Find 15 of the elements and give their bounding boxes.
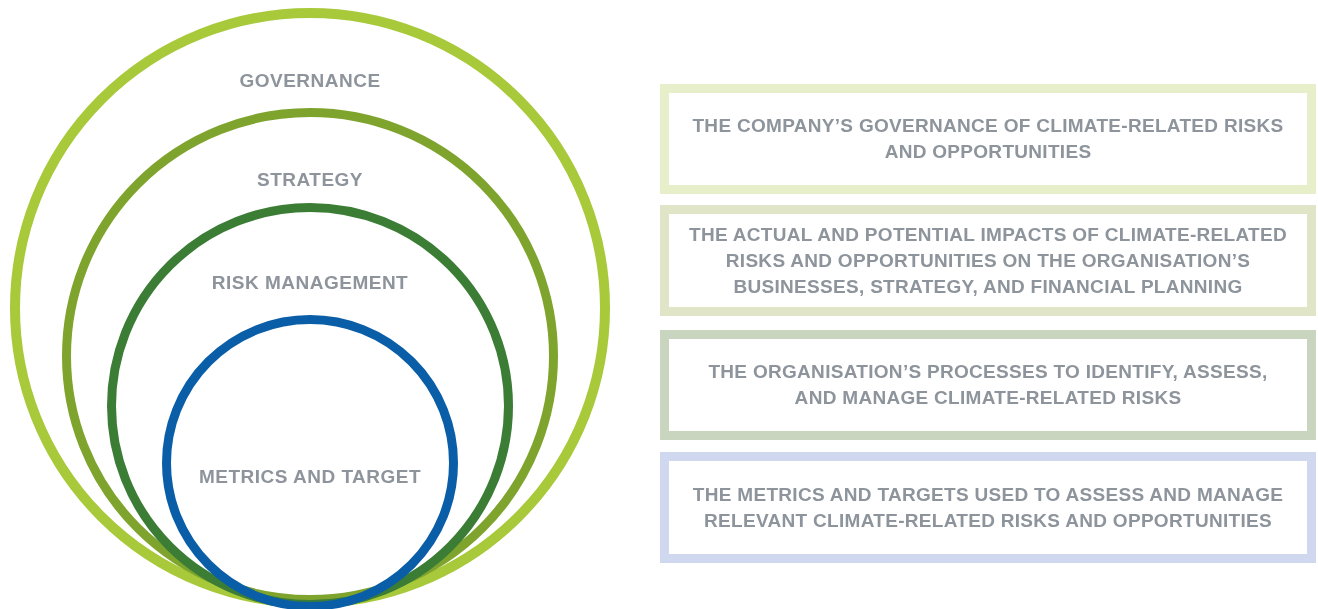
nested-circle [162, 315, 458, 609]
circle-label: GOVERNANCE [238, 70, 382, 92]
description-text: THE ORGANISATION’S PROCESSES TO IDENTIFY, ASSESS, AND MANAGE CLIMATE-RELATED RISKS [707, 360, 1269, 410]
circle-label: RISK MANAGEMENT [210, 272, 410, 294]
description-box [660, 84, 1316, 194]
nested-circle [107, 203, 513, 609]
description-box [660, 330, 1316, 440]
description-text: THE ACTUAL AND POTENTIAL IMPACTS OF CLIMATE-RELATED RISKS AND OPPORTUNITIES ON THE ORGANISATION’S BUSINESSES, STRATEGY, AND FINANCIAL PLANNING [688, 222, 1288, 299]
description-text: THE COMPANY’S GOVERNANCE OF CLIMATE-RELATED RISKS AND OPPORTUNITIES [691, 114, 1285, 164]
circle-label: METRICS AND TARGET [197, 466, 423, 488]
description-text: THE METRICS AND TARGETS USED TO ASSESS AND MANAGE RELEVANT CLIMATE-RELATED RISKS AND OPPORTUNITIES [691, 482, 1285, 533]
description-box [660, 205, 1316, 316]
circle-label: STRATEGY [255, 169, 364, 191]
description-box [660, 452, 1316, 563]
nested-circle [10, 8, 610, 608]
